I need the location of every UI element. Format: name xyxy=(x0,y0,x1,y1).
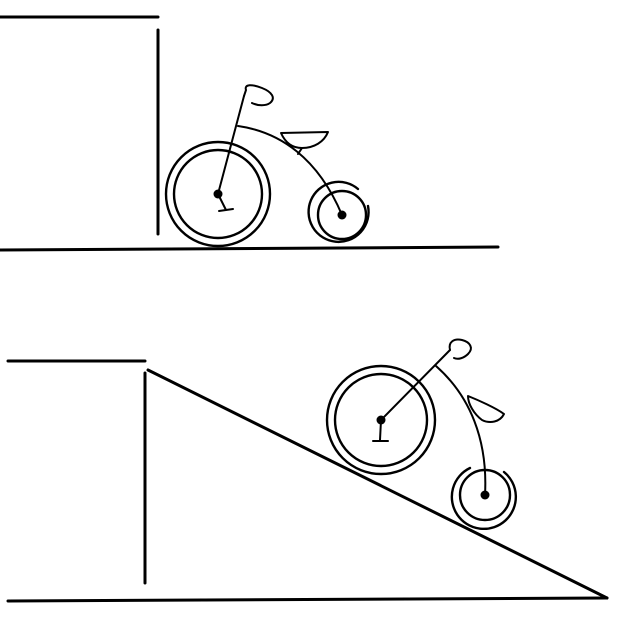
front-wheel-outer xyxy=(164,140,272,248)
flat-ground-line xyxy=(0,245,500,252)
seat-post xyxy=(297,147,303,155)
front-hub xyxy=(213,189,223,199)
handlebar xyxy=(243,84,274,107)
front-fork xyxy=(217,95,245,195)
pedal xyxy=(218,208,234,212)
flat-ground-scene xyxy=(0,15,500,252)
rear-wheel-outer xyxy=(307,180,370,244)
front-hub xyxy=(376,415,386,425)
ramp-surface xyxy=(146,368,609,600)
front-wheel-outer xyxy=(325,364,437,476)
front-fork xyxy=(380,349,451,421)
rear-wheel-outer xyxy=(450,466,518,531)
tricycle-slope xyxy=(325,338,518,531)
handlebar xyxy=(448,338,472,360)
rear-wheel-inner xyxy=(316,189,368,241)
slope-scene xyxy=(6,338,609,603)
main-frame xyxy=(237,125,343,216)
front-wheel-inner xyxy=(333,372,429,468)
tricycle-flat xyxy=(164,84,370,248)
seat xyxy=(467,395,505,423)
rear-hub xyxy=(337,210,347,220)
rear-hub xyxy=(480,490,490,500)
main-frame xyxy=(435,365,487,496)
slope-ground-line xyxy=(6,596,609,603)
front-wheel-inner xyxy=(172,148,264,240)
